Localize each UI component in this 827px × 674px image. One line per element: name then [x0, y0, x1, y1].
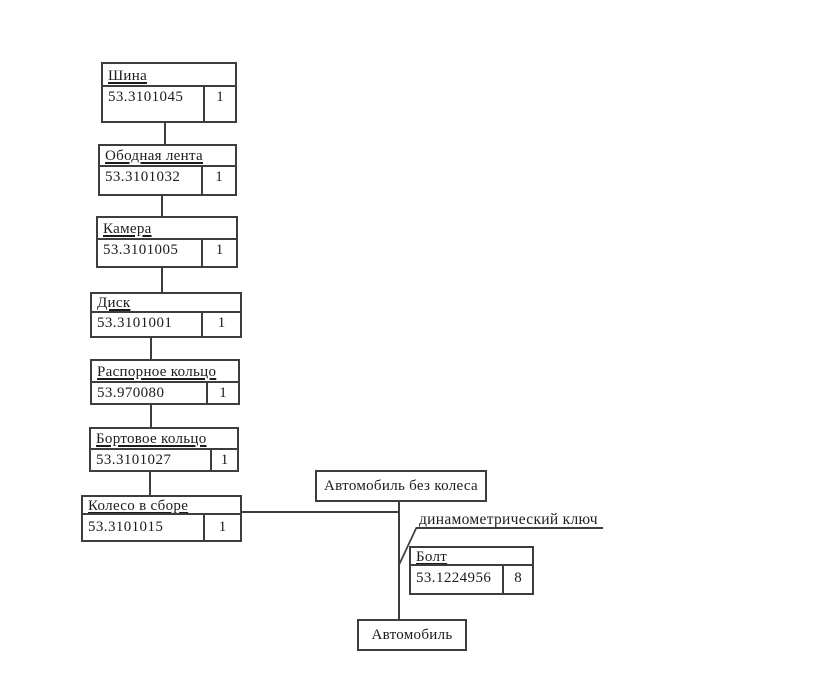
part-number-cell: 53.3101027: [96, 452, 172, 468]
part-qty-cell: 1: [201, 240, 236, 266]
part-name: Шина: [108, 68, 148, 84]
part-number-cell: 53.3101001: [97, 315, 173, 331]
connector-line-6: [149, 470, 151, 497]
wheel-to-car-link-line: [240, 511, 400, 513]
part-box-wheel-assembly: Колесо в сборе 53.3101015 1: [81, 495, 242, 542]
part-number-cell: 53.3101015: [88, 519, 164, 535]
part-name: Камера: [103, 221, 152, 237]
part-qty-cell: 1: [206, 383, 238, 403]
part-title-cell: Колесо в сборе: [83, 497, 240, 515]
part-number-cell: 53.3101032: [105, 169, 181, 185]
torque-wrench-label: динамометрический ключ: [419, 511, 598, 528]
part-name: Колесо в сборе: [88, 498, 189, 514]
part-box-tube: Камера 53.3101005 1: [96, 216, 238, 268]
part-number-cell: 53.3101045: [108, 89, 184, 105]
part-name: Бортовое кольцо: [96, 431, 207, 447]
connector-line-3: [161, 266, 163, 294]
part-number-cell: 53.3101005: [103, 242, 179, 258]
part-title-cell: Болт: [411, 548, 532, 566]
connector-line-5: [150, 403, 152, 429]
node-label: Автомобиль: [371, 626, 453, 643]
part-title-cell: Шина: [103, 64, 235, 87]
connector-line-1: [164, 121, 166, 146]
part-title-cell: Бортовое кольцо: [91, 429, 237, 450]
part-title-cell: Распорное кольцо: [92, 361, 238, 383]
part-qty-cell: 1: [201, 167, 235, 194]
connector-line-2: [161, 194, 163, 218]
node-label: Автомобиль без колеса: [324, 477, 478, 494]
part-title-cell: Диск: [92, 294, 240, 313]
part-qty-cell: 1: [203, 87, 235, 121]
part-qty-cell: 1: [210, 450, 237, 470]
node-car: Автомобиль: [357, 619, 467, 651]
part-name: Ободная лента: [105, 148, 203, 164]
torque-wrench-underline: [416, 527, 603, 529]
assembly-axis-line: [398, 500, 400, 621]
part-title-cell: Ободная лента: [100, 146, 235, 167]
part-name: Распорное кольцо: [97, 364, 217, 380]
part-name: Диск: [97, 295, 131, 311]
part-number-cell: 53.970080: [97, 385, 165, 401]
connector-line-4: [150, 336, 152, 361]
part-qty-cell: 1: [203, 515, 240, 540]
part-box-bolt: Болт 53.1224956 8: [409, 546, 534, 595]
part-title-cell: Камера: [98, 218, 236, 240]
part-box-bead-ring: Бортовое кольцо 53.3101027 1: [89, 427, 239, 472]
part-number-cell: 53.1224956: [416, 570, 492, 586]
part-box-tire: Шина 53.3101045 1: [101, 62, 237, 123]
part-qty-cell: 8: [502, 566, 532, 593]
part-box-spacer-ring: Распорное кольцо 53.970080 1: [90, 359, 240, 405]
node-car-without-wheel: Автомобиль без колеса: [315, 470, 487, 502]
part-box-disk: Диск 53.3101001 1: [90, 292, 242, 338]
torque-wrench-leader-line: [397, 527, 418, 567]
part-box-rim-tape: Ободная лента 53.3101032 1: [98, 144, 237, 196]
part-qty-cell: 1: [201, 313, 240, 336]
part-name: Болт: [416, 549, 448, 565]
